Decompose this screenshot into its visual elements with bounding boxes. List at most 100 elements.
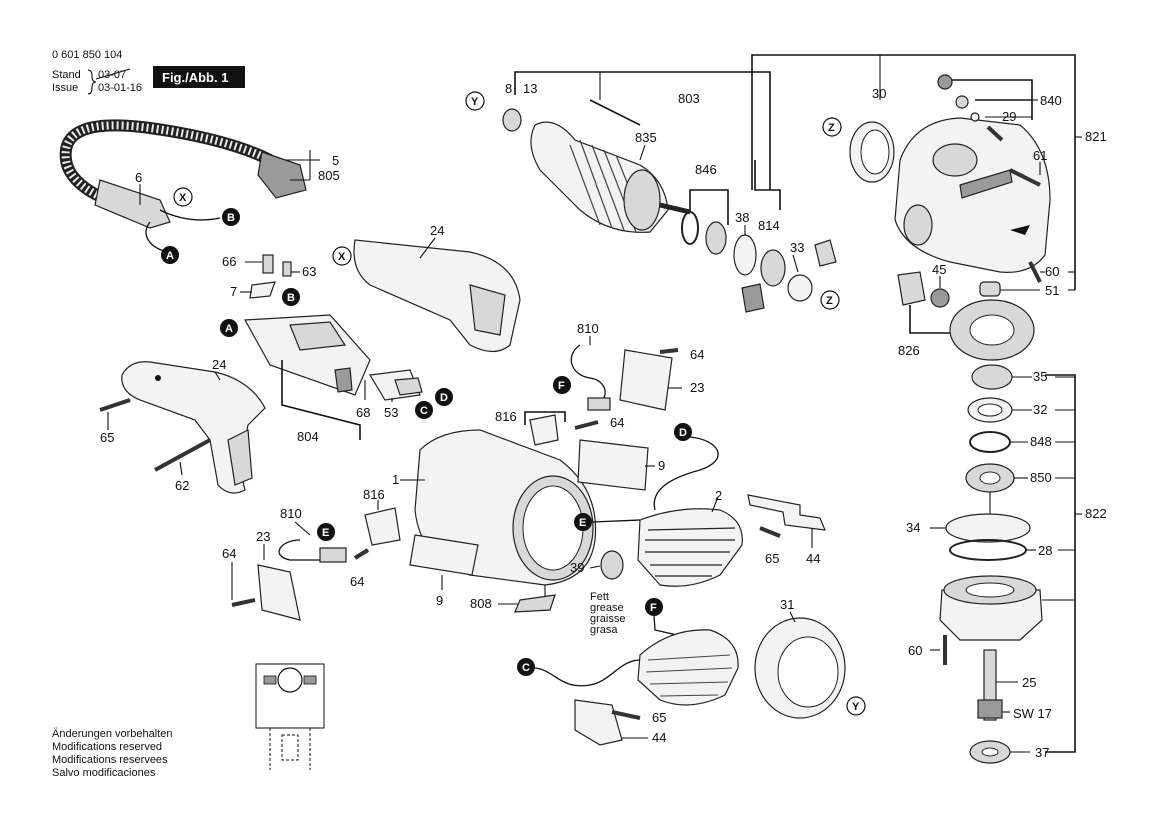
part-label-64-cover: 64 — [222, 546, 236, 561]
bracket-821 — [751, 54, 1076, 290]
part-label-822: 822 — [1085, 506, 1107, 521]
part-label-804: 804 — [297, 429, 319, 444]
part-label-846: 846 — [695, 162, 717, 177]
field-assembly: D 2 E 39 Fett grease graisse grasa 65 44 — [570, 423, 826, 636]
callout-z-armature-text: Z — [826, 295, 833, 307]
callout-y-shield — [846, 696, 866, 716]
armature-shaft — [659, 202, 691, 215]
brush-holder-816-left — [364, 507, 401, 546]
part-label-1: 1 — [392, 472, 399, 487]
screw-64-middle — [574, 420, 599, 430]
spindle-assembly: 822 35 32 848 850 34 28 60 — [906, 364, 1107, 764]
part-label-30: 30 — [872, 86, 886, 101]
field-coil-2-upper — [637, 508, 743, 587]
callout-c-switch — [415, 401, 433, 419]
callout-b-cord-text: B — [227, 212, 235, 224]
switch-assembly: 66 63 7 B A D C 68 53 804 — [220, 254, 453, 444]
nut-45 — [930, 288, 950, 308]
part-label-8: 8 — [505, 81, 512, 96]
part-label-13: 13 — [523, 81, 537, 96]
rear-handle-assembly: 24 65 62 — [99, 357, 266, 494]
part-label-814: 814 — [758, 218, 780, 233]
spanner-size-sw17: SW 17 — [1013, 706, 1052, 721]
part-label-53: 53 — [384, 405, 398, 420]
bracket-835 — [589, 99, 641, 126]
part-label-33: 33 — [790, 240, 804, 255]
bearing-cap-33 — [787, 274, 813, 302]
part-label-44-lower: 44 — [652, 730, 666, 745]
part-label-60-flange: 60 — [908, 643, 922, 658]
cord-wire-b — [159, 209, 221, 221]
bracket-822 — [1045, 374, 1076, 753]
footer-notes: Änderungen vorbehalten Modifications res… — [52, 728, 172, 779]
bracket-803 — [514, 71, 771, 190]
part-label-25: 25 — [1022, 675, 1036, 690]
part-label-64-middle: 64 — [610, 415, 624, 430]
grease-note-line-3: graisse — [590, 613, 625, 625]
retainer-44-upper — [747, 494, 826, 531]
seal-32-bore — [977, 403, 1003, 417]
part-label-51: 51 — [1045, 283, 1059, 298]
suppressor-53-detail — [394, 377, 423, 396]
callout-z-armature — [820, 290, 840, 310]
part-label-5: 5 — [332, 153, 339, 168]
bearing-flange — [939, 589, 1043, 641]
spindle-lock-bolt-29 — [986, 125, 1004, 142]
leader-39 — [589, 565, 601, 569]
power-cord-assembly: 5 805 6 X B A — [59, 119, 340, 264]
callout-y-shield-text: Y — [852, 701, 860, 713]
footer-line-3: Modifications reservees — [52, 754, 168, 766]
part-label-35: 35 — [1033, 369, 1047, 384]
callout-e-field-text: E — [579, 517, 586, 529]
part-label-803: 803 — [678, 91, 700, 106]
screw-62 — [154, 438, 211, 472]
bracket-804 — [281, 360, 361, 440]
schematic-motor — [277, 667, 303, 693]
callout-c-field-text: C — [522, 662, 530, 674]
part-label-826: 826 — [898, 343, 920, 358]
part-label-64-left: 64 — [350, 574, 364, 589]
part-label-23-right: 23 — [690, 380, 704, 395]
part-label-808: 808 — [470, 596, 492, 611]
callout-y-armature — [465, 91, 485, 111]
part-label-65-field: 65 — [765, 551, 779, 566]
doc-number: 0 601 850 104 — [52, 49, 122, 61]
carbon-brush-left — [319, 547, 347, 563]
part-label-805: 805 — [318, 168, 340, 183]
part-label-31: 31 — [780, 597, 794, 612]
grease-label-808 — [514, 594, 556, 613]
part-label-38: 38 — [735, 210, 749, 225]
field-wire-d — [653, 436, 719, 511]
stand-date-strike — [95, 68, 131, 80]
leader-33 — [792, 254, 799, 273]
brush-cover-23-right — [619, 349, 673, 411]
callout-d-switch — [435, 388, 453, 406]
part-label-34: 34 — [906, 520, 920, 535]
callout-z-housing-text: Z — [828, 122, 835, 134]
needle-sleeve-51 — [979, 281, 1001, 297]
schematic-switch — [269, 728, 311, 770]
mains-plug — [257, 151, 307, 199]
part-label-64-top: 64 — [690, 347, 704, 362]
field-wire-e — [591, 519, 641, 523]
part-label-29: 29 — [1002, 109, 1016, 124]
part-label-9-right: 9 — [658, 458, 665, 473]
ball-bearing-850-bore — [979, 471, 1001, 485]
part-label-810-left: 810 — [280, 506, 302, 521]
gear-housing-boss — [932, 143, 978, 177]
issue-date: 03-01-16 — [98, 82, 142, 94]
part-label-44-upper: 44 — [806, 551, 820, 566]
spindle-lock-pin — [970, 112, 980, 122]
handle-grip-ribs — [469, 284, 506, 336]
document-header: 0 601 850 104 Stand Issue 03-07 03-01-16… — [52, 49, 245, 95]
callout-e-left — [317, 523, 335, 541]
callout-a-cord-text: A — [166, 250, 174, 262]
field-coil-winding-upper — [645, 527, 736, 577]
callout-a-switch-text: A — [225, 323, 233, 335]
screw-66 — [262, 254, 274, 274]
part-label-65-rear: 65 — [100, 430, 114, 445]
callout-b-cord — [222, 208, 240, 226]
motor-housing-bore — [522, 485, 584, 571]
callout-x-handle — [332, 246, 352, 266]
